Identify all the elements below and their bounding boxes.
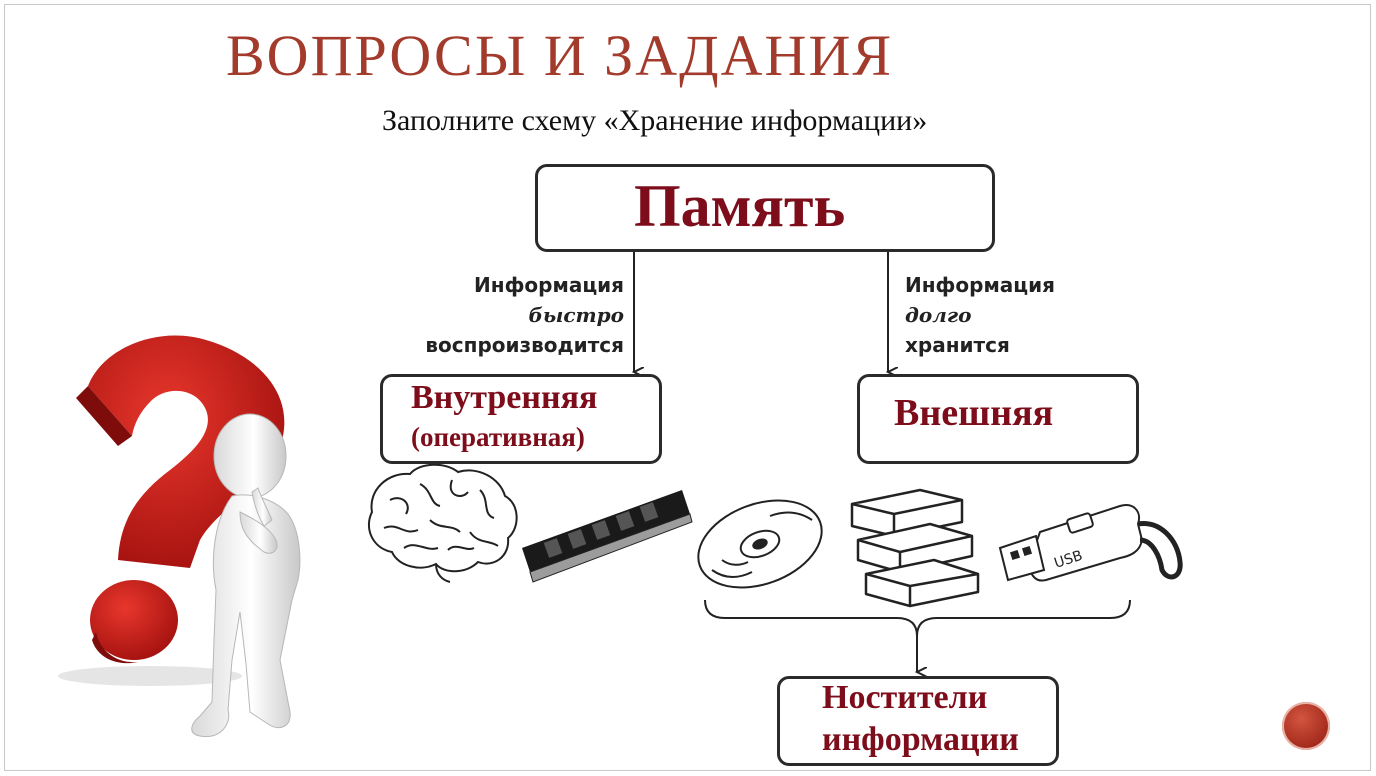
brain-icon [367, 463, 518, 583]
cd-disc-icon [697, 499, 823, 589]
media-label-line2: информации [822, 721, 1019, 758]
right-branch-note: Информация долго хранится [905, 270, 1055, 360]
ram-module-icon [522, 490, 693, 583]
internal-memory-label: Внутренняя [411, 379, 598, 416]
media-box: Ностители информации [777, 676, 1059, 766]
slide-title: ВОПРОСЫ И ЗАДАНИЯ [226, 23, 894, 88]
slide-nav-button[interactable] [1282, 702, 1330, 750]
root-box: Память [535, 164, 995, 252]
left-note-line2: быстро [528, 303, 624, 327]
right-note-line3: хранится [905, 333, 1010, 357]
left-note-line1: Информация [474, 273, 624, 297]
external-memory-box: Внешняя [857, 374, 1139, 464]
left-note-line3: воспроизводится [425, 333, 624, 357]
question-mark-icon [58, 335, 285, 686]
usb-drive-icon: USB [998, 504, 1183, 582]
slide-subtitle: Заполните схему «Хранение информации» [382, 104, 928, 137]
internal-memory-sublabel: (оперативная) [411, 422, 585, 452]
thinking-figure-icon [191, 413, 301, 738]
right-note-line1: Информация [905, 273, 1055, 297]
internal-memory-box: Внутренняя (оперативная) [380, 374, 662, 464]
right-note-line2: долго [905, 303, 972, 327]
external-memory-label: Внешняя [894, 392, 1054, 434]
root-label: Память [634, 173, 846, 239]
media-label-line1: Ностители [822, 679, 988, 716]
books-icon [850, 488, 980, 608]
left-branch-note: Информация быстро воспроизводится [404, 270, 624, 360]
